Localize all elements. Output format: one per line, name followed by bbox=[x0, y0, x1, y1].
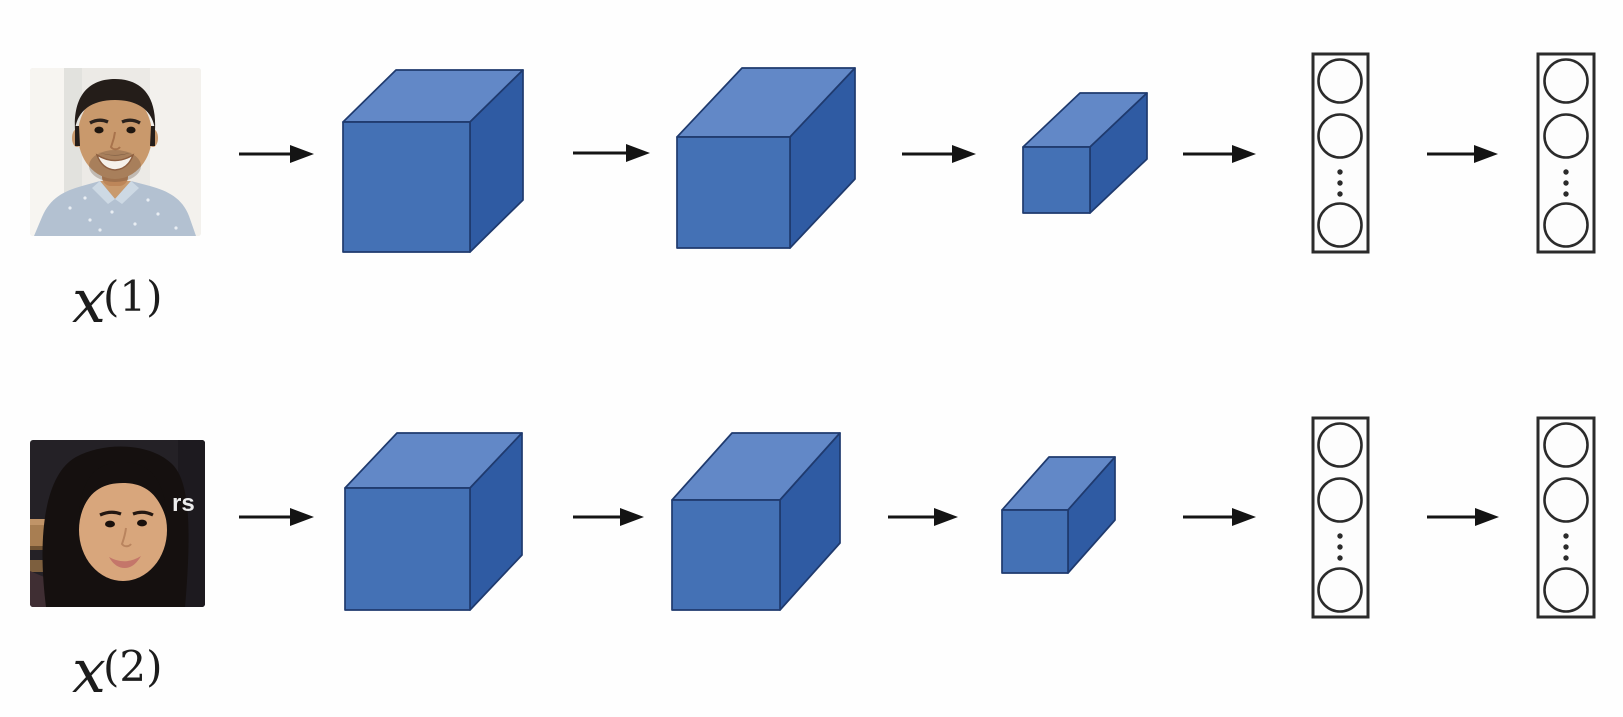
neuron-circle bbox=[1317, 422, 1363, 468]
hair-fringe bbox=[79, 462, 167, 522]
neuron-circle bbox=[1543, 202, 1589, 248]
flow-arrow-1 bbox=[239, 508, 314, 526]
ellipsis-dots bbox=[1337, 533, 1343, 561]
flow-arrow-1 bbox=[239, 145, 314, 163]
example-2-label-base: x bbox=[72, 637, 106, 707]
flow-arrow-5 bbox=[1427, 145, 1498, 163]
ellipsis-dots bbox=[1563, 533, 1569, 561]
flow-arrow-5 bbox=[1427, 508, 1499, 526]
face bbox=[79, 479, 167, 581]
neuron-circle bbox=[1317, 477, 1363, 523]
flow-arrow-3 bbox=[888, 508, 958, 526]
input-photo-1 bbox=[30, 68, 201, 236]
conv-volume-2 bbox=[671, 432, 841, 611]
fc-vector-2 bbox=[1536, 416, 1596, 619]
network-branch-2: rs x (2) bbox=[30, 416, 1596, 707]
neuron-circle bbox=[1317, 567, 1363, 613]
flow-arrow-3 bbox=[902, 145, 976, 163]
collar-left bbox=[92, 181, 115, 204]
ellipsis-dots bbox=[1563, 169, 1569, 197]
flow-arrow-4 bbox=[1183, 145, 1256, 163]
input-photo-2: rs bbox=[30, 440, 205, 607]
conv-volume-2 bbox=[676, 67, 856, 249]
neuron-circle bbox=[1543, 422, 1589, 468]
conv-volume-1 bbox=[344, 432, 523, 611]
box-front-face bbox=[1001, 509, 1069, 574]
neuron-circle bbox=[1317, 58, 1363, 104]
flow-arrow-4 bbox=[1183, 508, 1256, 526]
collar-right bbox=[115, 181, 139, 204]
conv-volume-1 bbox=[342, 69, 524, 253]
flow-arrow-2 bbox=[573, 144, 650, 162]
conv-volume-3 bbox=[1001, 456, 1116, 574]
neuron-circle bbox=[1317, 113, 1363, 159]
sideburn-left bbox=[75, 126, 80, 146]
smile bbox=[95, 153, 135, 171]
shirt bbox=[34, 181, 196, 236]
example-2-label: x (2) bbox=[72, 637, 163, 707]
box-front-face bbox=[344, 487, 471, 611]
box-front-face bbox=[1022, 146, 1091, 214]
ellipsis-dots bbox=[1337, 169, 1343, 197]
facial-features bbox=[99, 510, 154, 568]
open-collar bbox=[100, 181, 131, 199]
neuron-circle bbox=[1543, 567, 1589, 613]
box-front-face bbox=[676, 136, 791, 249]
facial-features bbox=[89, 118, 141, 171]
smile bbox=[109, 556, 141, 568]
fc-vector-1 bbox=[1311, 52, 1370, 254]
neuron-circle bbox=[1543, 477, 1589, 523]
neuron-circle bbox=[1543, 113, 1589, 159]
conv-volume-3 bbox=[1022, 92, 1148, 214]
photo-overlay-text: rs bbox=[172, 490, 195, 517]
network-branch-1: x (1) bbox=[30, 52, 1596, 337]
box-front-face bbox=[342, 121, 471, 253]
neuron-circle bbox=[1543, 58, 1589, 104]
sideburn-right bbox=[150, 126, 155, 146]
box-front-face bbox=[671, 499, 781, 611]
hair bbox=[74, 79, 156, 130]
neuron-circle bbox=[1317, 202, 1363, 248]
example-1-label: x (1) bbox=[72, 267, 163, 337]
example-2-label-sup: (2) bbox=[103, 642, 163, 691]
example-1-label-sup: (1) bbox=[103, 272, 163, 321]
fc-vector-2 bbox=[1536, 52, 1596, 254]
example-1-label-base: x bbox=[72, 267, 106, 337]
flow-arrow-2 bbox=[573, 508, 644, 526]
fc-vector-1 bbox=[1311, 416, 1370, 619]
